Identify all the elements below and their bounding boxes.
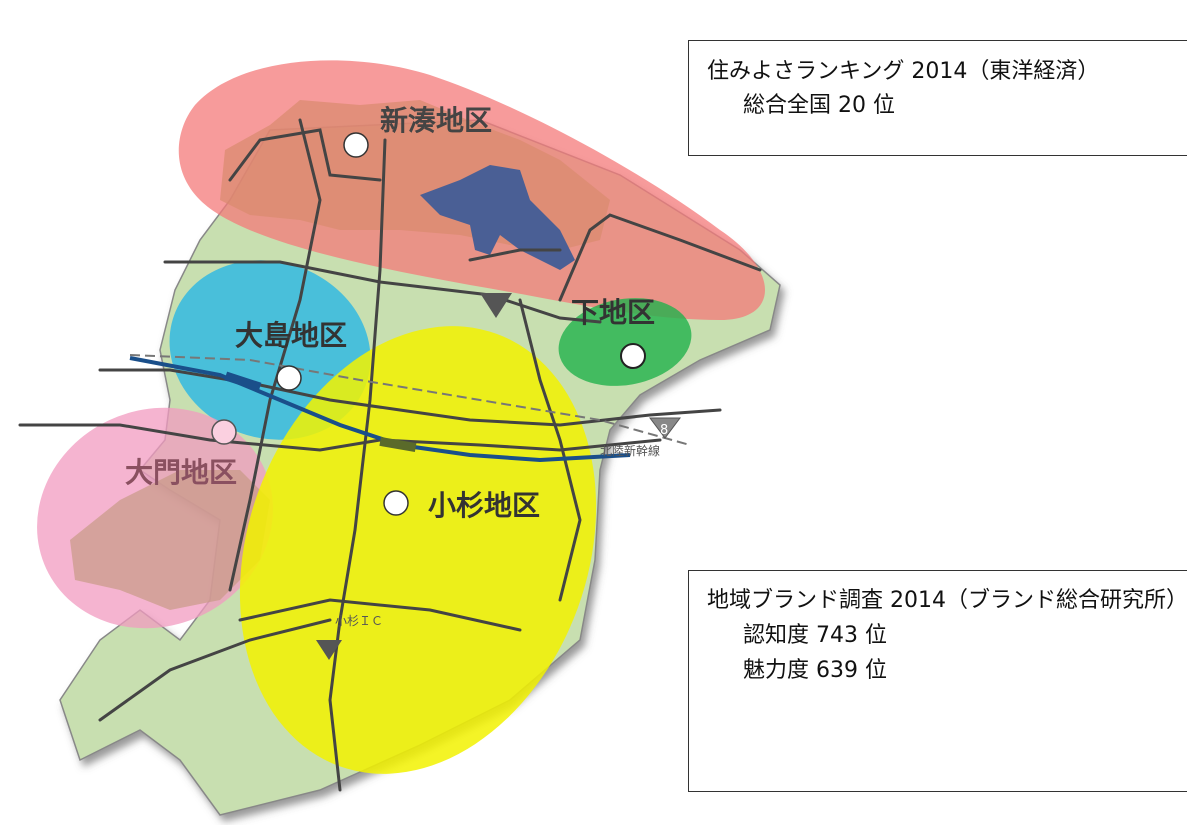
shinkansen-label: 北陸新幹線	[600, 443, 660, 458]
livability-ranking-box: 住みよさランキング 2014（東洋経済） 総合全国 20 位	[688, 40, 1187, 156]
label-oshima: 大島地区	[235, 319, 347, 352]
station-marker	[224, 371, 262, 392]
ranking-title: 住みよさランキング 2014（東洋経済）	[707, 59, 1100, 84]
label-shinminato: 新湊地区	[380, 104, 492, 137]
lagoon	[420, 165, 575, 270]
ranking-overall: 総合全国 20 位	[743, 93, 895, 119]
marker-shimo	[620, 343, 646, 369]
roads	[18, 118, 762, 792]
interchange-triangle-north	[480, 293, 512, 318]
marker-oshima	[276, 365, 302, 391]
label-kosugi: 小杉地区	[428, 489, 540, 522]
shinkansen-line	[129, 354, 691, 446]
brand-recognition: 認知度 743 位	[743, 623, 887, 649]
daimon-inner	[70, 470, 270, 610]
marker-daimon	[211, 419, 237, 445]
interchange-triangle-south	[316, 640, 342, 660]
interchange-label: 小杉ＩＣ	[335, 614, 383, 628]
marker-kosugi	[383, 490, 409, 516]
marker-shinminato	[343, 132, 369, 158]
brand-title: 地域ブランド調査 2014（ブランド総合研究所）	[707, 588, 1187, 613]
station-marker-2	[379, 436, 417, 453]
regional-brand-survey-box: 地域ブランド調査 2014（ブランド総合研究所） 認知度 743 位 魅力度 6…	[688, 570, 1187, 792]
brand-attractiveness: 魅力度 639 位	[743, 658, 887, 684]
route-8-marker: 8	[649, 417, 681, 439]
svg-text:8: 8	[660, 423, 668, 438]
label-daimon: 大門地区	[125, 456, 237, 489]
label-shimo: 下地区	[571, 296, 655, 329]
district-area-kosugi	[239, 326, 597, 774]
